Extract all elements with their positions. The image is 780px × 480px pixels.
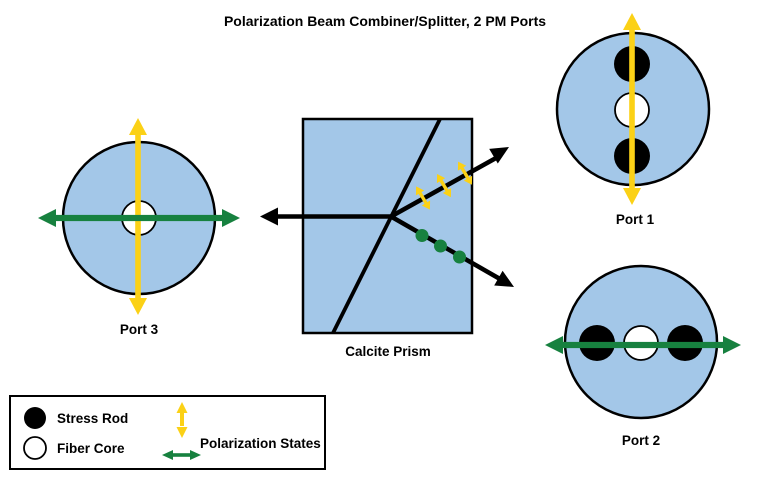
port-2: Port 2: [545, 264, 741, 448]
legend-horizontal-polarization-arrow-icon: [162, 450, 201, 460]
port-3-label: Port 3: [120, 322, 159, 337]
diagram-title: Polarization Beam Combiner/Splitter, 2 P…: [224, 13, 546, 29]
legend-box: [9, 395, 326, 470]
legend-fiber-core-icon: [23, 436, 47, 460]
port-3: Port 3: [38, 118, 240, 337]
legend-stress-rod-icon: [24, 407, 46, 429]
output-beam-left-arrow-icon: [260, 207, 391, 226]
legend-stress-rod-label: Stress Rod: [57, 411, 128, 426]
legend-vertical-polarization-arrow-icon: [176, 402, 188, 438]
port-1-vertical-polarization-arrow-icon: [623, 13, 641, 205]
calcite-prism-label: Calcite Prism: [345, 344, 431, 359]
horizontal-polarization-dots-icon: [415, 229, 466, 264]
port-2-label: Port 2: [622, 433, 660, 448]
calcite-prism-group: Calcite Prism: [260, 117, 514, 359]
port-2-horizontal-polarization-arrow-icon: [545, 336, 741, 354]
legend-polarization-states-label: Polarization States: [200, 436, 321, 451]
port-1-label: Port 1: [616, 212, 655, 227]
prism-diagonal-interface: [331, 118, 442, 334]
legend: Stress Rod Fiber Core Polarization State…: [9, 395, 326, 470]
port-3-horizontal-polarization-arrow-icon: [38, 209, 240, 227]
legend-fiber-core-label: Fiber Core: [57, 441, 125, 456]
port-1: Port 1: [555, 13, 711, 227]
